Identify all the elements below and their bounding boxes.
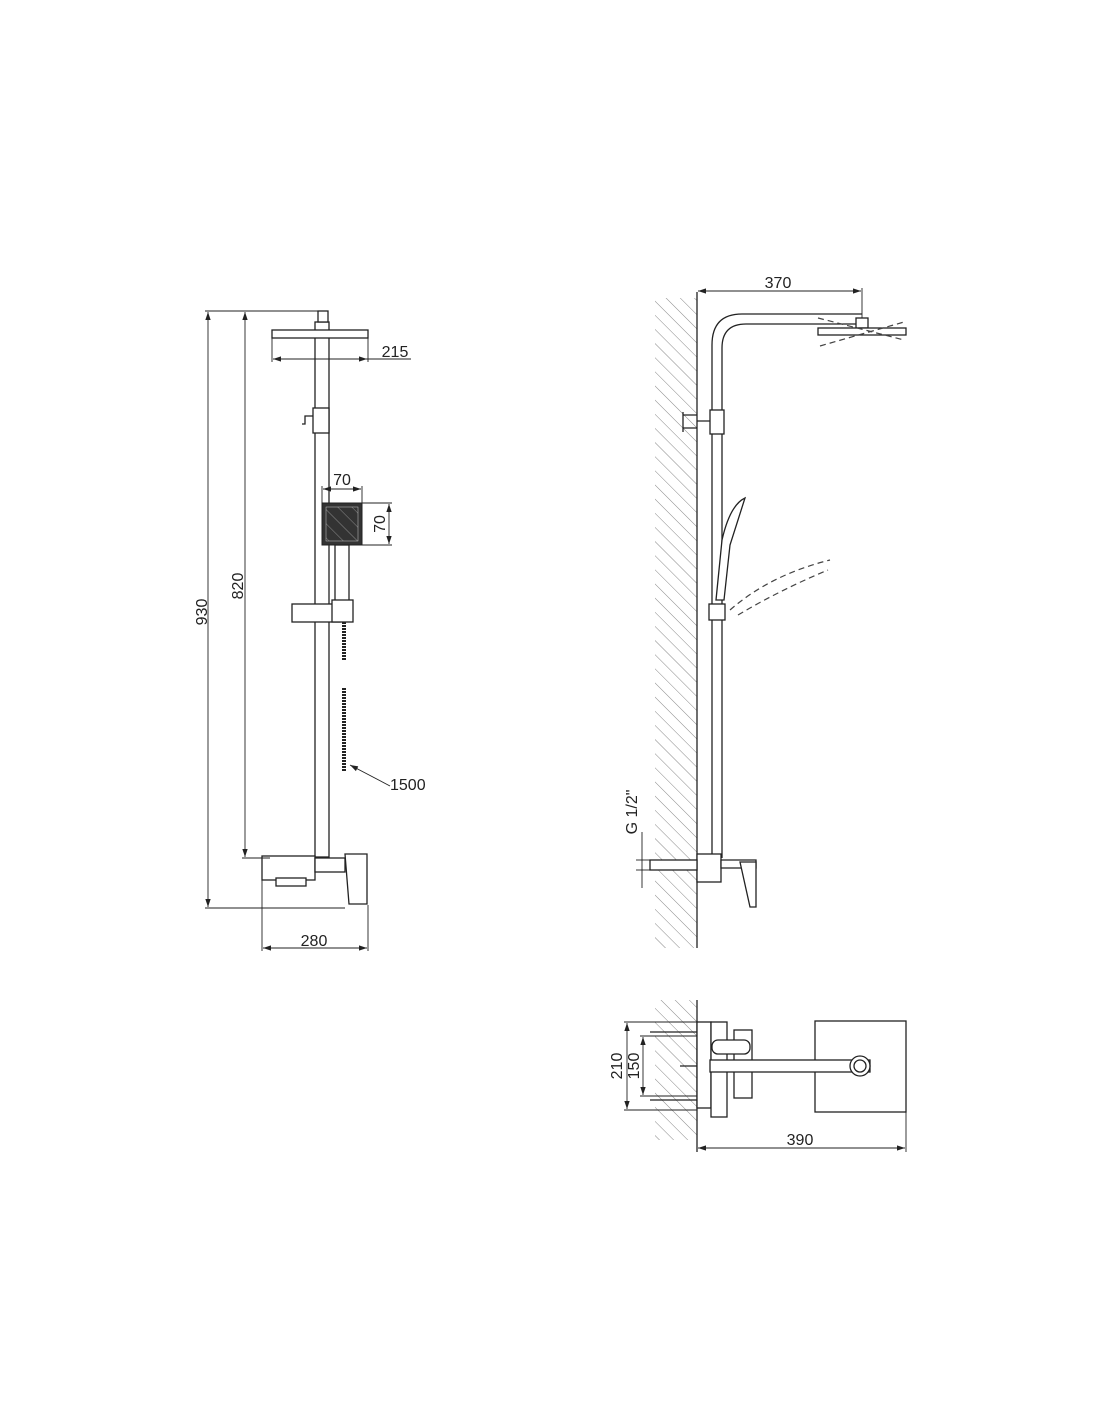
dimension-70-height: 70: [362, 502, 392, 546]
top-view: 210 150 390: [609, 1000, 907, 1152]
dimension-820: 820: [230, 312, 270, 859]
dimension-370: 370: [698, 275, 863, 318]
dimension-70-width: 70: [321, 472, 363, 503]
clamp-hook: [302, 415, 313, 425]
shower-column-inner: [721, 323, 862, 858]
hand-shower-handle: [334, 544, 350, 606]
dimension-215: 215: [271, 338, 411, 362]
mixer-lever: [344, 853, 368, 905]
dimension-label: 215: [382, 344, 409, 361]
dimension-label: 280: [301, 933, 328, 950]
dimension-390: 390: [698, 1112, 907, 1152]
dimension-label: 1500: [390, 777, 426, 794]
dimension-label: 820: [230, 573, 247, 600]
dimension-label: 70: [372, 515, 389, 533]
hose-length-callout: 1500: [349, 764, 426, 794]
side-view: G 1/2" 370: [624, 275, 907, 948]
wall-hatch: [655, 298, 697, 948]
dimension-280: 280: [261, 880, 369, 951]
inlet-pipe: [649, 859, 698, 871]
tilt-position-2: [819, 321, 905, 347]
dimension-label: 390: [787, 1132, 814, 1149]
overhead-shower-plate: [271, 329, 369, 339]
mixer-body: [261, 855, 316, 881]
mixer-lever: [739, 861, 757, 908]
front-view: 930 820 215 70 70 1500: [194, 310, 426, 951]
shower-column: [314, 321, 330, 858]
wall-bracket: [709, 409, 725, 435]
dimension-label: 210: [609, 1053, 626, 1080]
hand-shower-holder: [708, 603, 726, 621]
tilt-position-1: [817, 317, 905, 341]
wall-hatch: [655, 1000, 697, 1140]
shower-arm-plan: [709, 1059, 871, 1073]
dimension-label: 370: [765, 275, 792, 292]
dimension-210: 210: [609, 1021, 697, 1111]
shower-column-outer: [711, 313, 862, 858]
mixer-body: [696, 853, 722, 883]
dimension-label: 150: [626, 1053, 643, 1080]
top-cap: [317, 310, 329, 323]
dimension-label: 930: [194, 599, 211, 626]
dimension-150: 150: [626, 1035, 697, 1097]
overhead-shower-head: [817, 327, 907, 336]
dimension-930: 930: [194, 310, 345, 909]
dimension-label: 70: [333, 472, 351, 489]
column-clamp: [312, 407, 330, 434]
hand-shower-alt-position: [729, 559, 831, 616]
hand-shower: [715, 496, 747, 601]
thread-size-label: G 1/2": [624, 790, 641, 835]
